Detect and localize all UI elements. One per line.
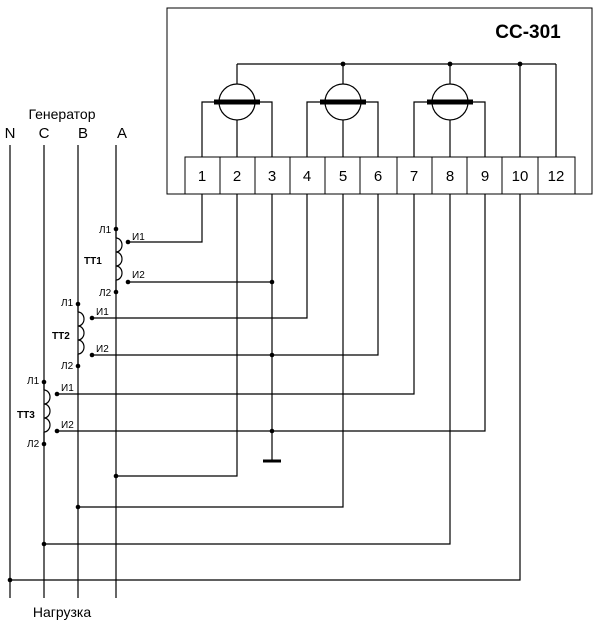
wire-tt3-i2-terminal-9: [57, 194, 486, 432]
tt3-i1-label: И1: [61, 383, 74, 394]
measuring-element-2: [320, 83, 366, 121]
terminal-label: 12: [548, 168, 565, 185]
wire-tt1-i1-terminal-1: [128, 194, 203, 243]
tt1-i1-label: И1: [132, 232, 145, 243]
tt1-i2-label: И2: [132, 270, 145, 281]
tt3-l2-label: Л2: [27, 439, 40, 450]
wire-tt2-i2-terminal-6: [92, 194, 379, 356]
terminal-label: 6: [374, 168, 382, 185]
wire-neutral-terminal-10: [10, 194, 521, 581]
terminal-labels: 1 2 3 4 5 6 7 8 9 10 12: [198, 168, 565, 185]
phase-label-b: B: [78, 125, 88, 142]
terminal-label: 1: [198, 168, 206, 185]
terminal-label: 9: [481, 168, 489, 185]
terminal-label: 7: [410, 168, 418, 185]
tt2-i2-label: И2: [96, 344, 109, 355]
terminal-label: 8: [446, 168, 454, 185]
measuring-element-3: [427, 83, 473, 121]
wire-tt3-i1-terminal-7: [57, 194, 415, 395]
wire-tt2-i1-terminal-4: [92, 194, 308, 319]
tt1-l1-label: Л1: [99, 225, 112, 236]
tt3-i2-label: И2: [61, 420, 74, 431]
phase-label-c: C: [39, 125, 50, 142]
tt1-l2-label: Л2: [99, 288, 112, 299]
current-transformer-2: Л1 Л2 И1 И2 ТТ2: [52, 298, 109, 372]
terminal-label: 10: [512, 168, 529, 185]
tt2-l2-label: Л2: [61, 361, 74, 372]
phase-label-n: N: [5, 125, 16, 142]
current-transformer-1: Л1 Л2 И1 И2 ТТ1: [84, 225, 145, 299]
load-label: Нагрузка: [33, 604, 91, 620]
wire-phase-b-terminal-5: [78, 194, 344, 508]
wire-phase-c-terminal-8: [44, 194, 451, 545]
terminal-dividers: [219, 157, 539, 194]
tt2-l1-label: Л1: [61, 298, 74, 309]
terminal-label: 4: [303, 168, 311, 185]
tt3-name: ТТ3: [17, 410, 35, 421]
tt1-name: ТТ1: [84, 256, 102, 267]
terminal-label: 3: [268, 168, 276, 185]
tt2-name: ТТ2: [52, 331, 70, 342]
tt2-i1-label: И1: [96, 307, 109, 318]
current-transformer-3: Л1 Л2 И1 И2 ТТ3: [17, 376, 74, 450]
meter-title: СС-301: [495, 22, 561, 43]
terminal-block: [184, 156, 576, 195]
internal-wiring: [201, 61, 557, 157]
wire-phase-a-terminal-2: [116, 194, 238, 477]
terminal-label: 2: [233, 168, 241, 185]
generator-label: Генератор: [28, 106, 95, 122]
measuring-element-1: [214, 83, 260, 121]
phase-label-a: A: [117, 125, 127, 142]
phase-conductors: [9, 145, 117, 598]
terminal-label: 5: [339, 168, 347, 185]
tt3-l1-label: Л1: [27, 376, 40, 387]
external-wiring: [7, 194, 521, 583]
